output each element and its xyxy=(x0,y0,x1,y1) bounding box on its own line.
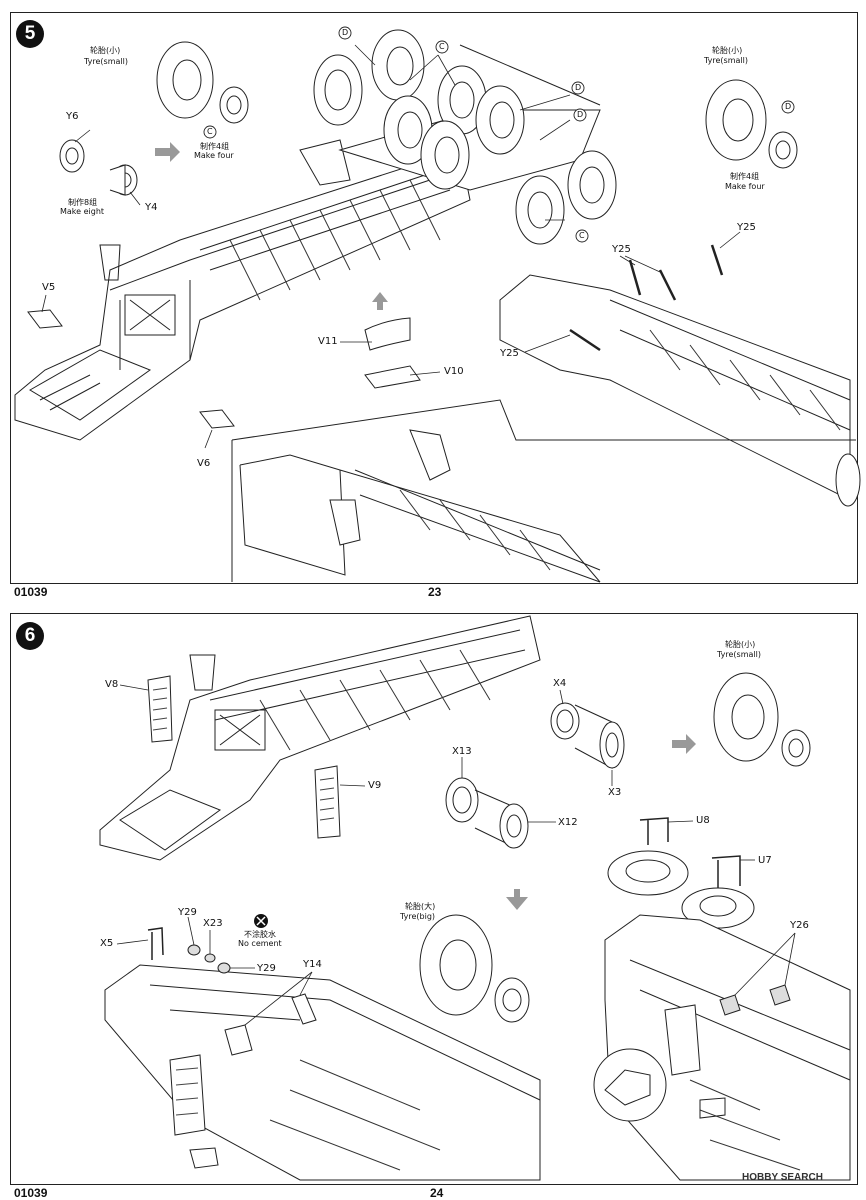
part-x3: X3 xyxy=(608,787,622,798)
note-make-four-en2: Make four xyxy=(725,182,765,191)
part-v11: V11 xyxy=(318,336,338,347)
part-c-mid: C xyxy=(207,127,213,136)
part-y25-b: Y25 xyxy=(737,222,756,233)
footer-page-bottom: 24 xyxy=(430,1186,444,1200)
part-y14: Y14 xyxy=(303,959,322,970)
part-v5: V5 xyxy=(42,282,56,293)
footer-page-top: 23 xyxy=(428,585,442,599)
footer-code-bottom: 01039 xyxy=(14,1186,48,1200)
note-tyre-big-cn: 轮胎(大) xyxy=(405,902,436,911)
part-u7: U7 xyxy=(758,855,772,866)
part-d-top: D xyxy=(342,28,349,37)
part-x13: X13 xyxy=(452,746,472,757)
part-x12: X12 xyxy=(558,817,578,828)
hobby-search-watermark: HOBBY SEARCH xyxy=(742,1172,823,1183)
note-tyre-small-en2: Tyre(small) xyxy=(704,56,748,65)
part-x5: X5 xyxy=(100,938,114,949)
part-y4: Y4 xyxy=(145,202,158,213)
note-tyre-small-cn: 轮胎(小) xyxy=(90,46,121,55)
part-y25-a: Y25 xyxy=(612,244,631,255)
part-v10: V10 xyxy=(444,366,464,377)
note-make-eight-en: Make eight xyxy=(60,207,105,216)
part-x23: X23 xyxy=(203,918,223,929)
note-tyre-small-en-b: Tyre(small) xyxy=(717,650,761,659)
footer-code-top: 01039 xyxy=(14,585,48,599)
part-d-right1: D xyxy=(575,83,582,92)
part-y29-b: Y29 xyxy=(257,963,276,974)
step-5-drawing xyxy=(14,26,861,583)
step-6-badge: 6 xyxy=(16,622,44,650)
part-v6: V6 xyxy=(197,458,211,469)
note-no-cement-cn: 不涂胶水 xyxy=(244,930,276,939)
part-c-top: C xyxy=(439,42,445,51)
part-c-right: C xyxy=(579,231,585,240)
note-tyre-small-en: Tyre(small) xyxy=(84,57,128,66)
part-d-right2: D xyxy=(577,110,584,119)
note-no-cement-en: No cement xyxy=(238,939,282,948)
note-tyre-small-cn-b: 轮胎(小) xyxy=(725,640,756,649)
note-make-eight-cn: 制作8组 xyxy=(68,198,98,207)
note-make-four-cn: 制作4组 xyxy=(200,142,230,151)
part-y25-c: Y25 xyxy=(500,348,519,359)
part-v8: V8 xyxy=(105,679,119,690)
step-5-badge: 5 xyxy=(16,20,44,48)
note-make-four-cn2: 制作4组 xyxy=(730,172,760,181)
note-tyre-small-cn2: 轮胎(小) xyxy=(712,46,743,55)
part-v9: V9 xyxy=(368,780,382,791)
part-y29-a: Y29 xyxy=(178,907,197,918)
part-y26: Y26 xyxy=(790,920,809,931)
note-tyre-big-en: Tyre(big) xyxy=(400,912,436,921)
part-y6: Y6 xyxy=(66,111,79,122)
part-d-far: D xyxy=(785,102,792,111)
part-u8: U8 xyxy=(696,815,710,826)
part-x4: X4 xyxy=(553,678,567,689)
note-make-four-en: Make four xyxy=(194,151,234,160)
